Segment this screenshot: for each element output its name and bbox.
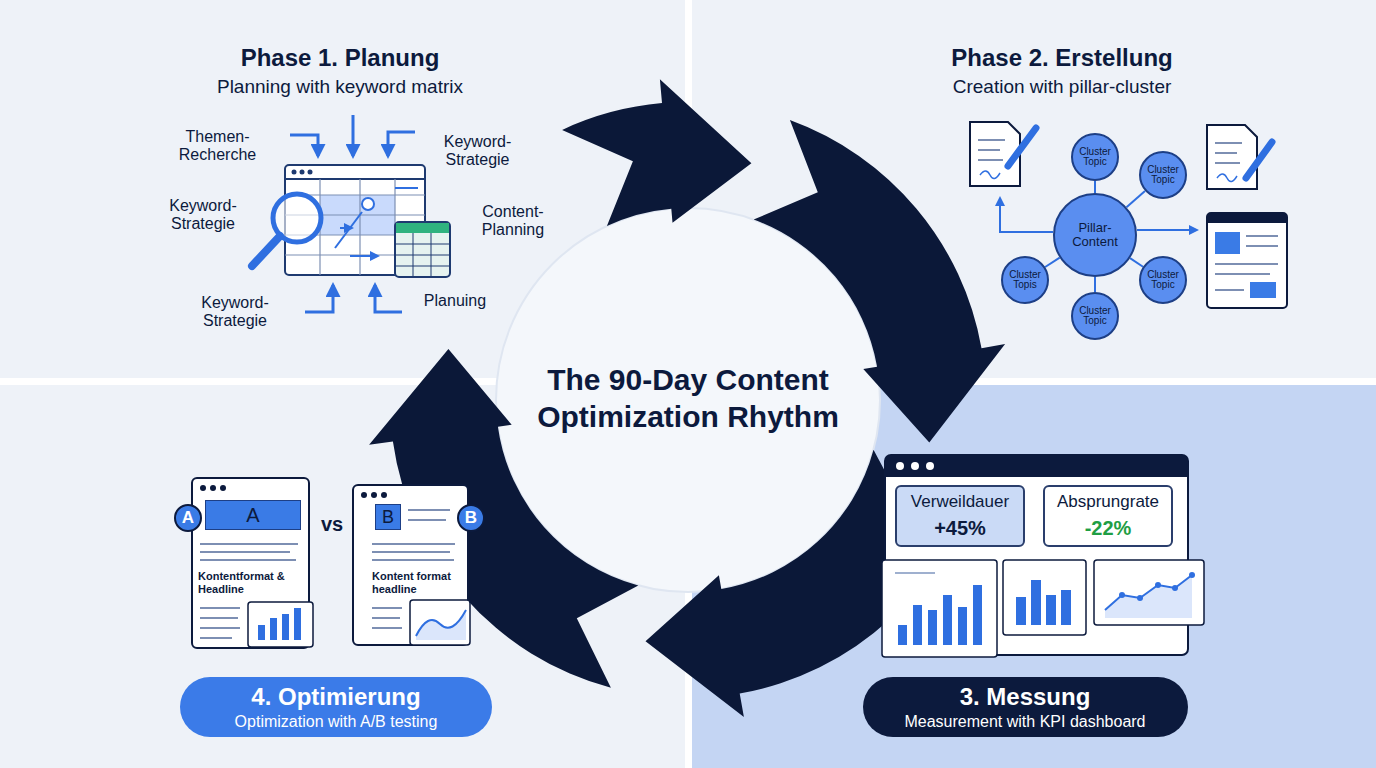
node-text: Cluster Topic — [1144, 270, 1182, 291]
node-text: 3. Messung — [960, 683, 1091, 712]
headline-bar: A — [205, 500, 301, 530]
pillar-circle: Pillar-Content — [1053, 193, 1137, 277]
kpi-card: Verweildauer +45% — [895, 485, 1025, 547]
step-label: Themen-Recherche — [160, 128, 275, 165]
cluster-circle: Cluster Topic — [1071, 292, 1119, 340]
node-text: Pillar-Content — [1061, 221, 1129, 248]
cluster-circle: Cluster Topic — [1139, 151, 1187, 199]
node-text: Cluster Topic — [1144, 165, 1182, 186]
variant-badge: B — [457, 504, 485, 532]
variant-label: Kontentformat & Headline — [198, 570, 296, 595]
node-text: A — [182, 508, 194, 528]
node-text: B — [465, 508, 477, 528]
node-subtext: Optimization with A/B testing — [235, 712, 438, 731]
phase-pill: 4. OptimierungOptimization with A/B test… — [180, 677, 492, 737]
node-text: A — [246, 504, 259, 527]
node-subtext: Measurement with KPI dashboard — [904, 712, 1145, 731]
cluster-circle: Cluster Topic — [1071, 133, 1119, 181]
node-text: 4. Optimierung — [251, 683, 420, 712]
step-label: Planuing — [410, 292, 500, 310]
phase-subtitle: Creation with pillar-cluster — [862, 76, 1262, 98]
headline-box: B — [375, 504, 401, 530]
cluster-link — [1130, 258, 1143, 267]
cluster-link — [1126, 191, 1145, 207]
cluster-link — [1094, 277, 1096, 292]
kpi-card: Absprungrate -22% — [1043, 485, 1173, 547]
diagram-title: The 90-Day Content Optimization Rhythm — [518, 361, 858, 436]
node-text: Cluster Topic — [1076, 306, 1114, 327]
node-subtext: +45% — [934, 516, 986, 540]
node-subtext: -22% — [1085, 516, 1132, 540]
node-text: Cluster Topis — [1006, 270, 1044, 291]
cluster-link — [1094, 181, 1096, 193]
variant-label: Kontent format headline — [372, 570, 464, 595]
phase-heading: Phase 2. Erstellung — [862, 44, 1262, 72]
cluster-link — [1045, 258, 1059, 267]
node-text: Absprungrate — [1057, 492, 1159, 512]
node-text: Cluster Topic — [1076, 147, 1114, 168]
step-label: Keyword-Strategie — [180, 294, 290, 331]
ab-test-pages — [192, 478, 470, 648]
cycle-arrow — [562, 79, 751, 226]
kpi-dashboard — [882, 455, 1204, 657]
cluster-circle: Cluster Topis — [1001, 256, 1049, 304]
step-label: Keyword-Strategie — [148, 197, 258, 234]
phase-subtitle: Planning with keyword matrix — [140, 76, 540, 98]
node-text: Verweildauer — [911, 492, 1009, 512]
versus-label: vs — [312, 513, 352, 536]
cluster-circle: Cluster Topic — [1139, 256, 1187, 304]
variant-badge: A — [174, 504, 202, 532]
step-label: Content-Planning — [458, 203, 568, 240]
step-label: Keyword-Strategie — [420, 133, 535, 170]
phase-pill: 3. MessungMeasurement with KPI dashboard — [863, 677, 1188, 737]
keyword-matrix-icon — [252, 115, 450, 312]
node-text: B — [382, 507, 394, 528]
document-icons — [970, 122, 1287, 308]
phase-heading: Phase 1. Planung — [140, 44, 540, 72]
